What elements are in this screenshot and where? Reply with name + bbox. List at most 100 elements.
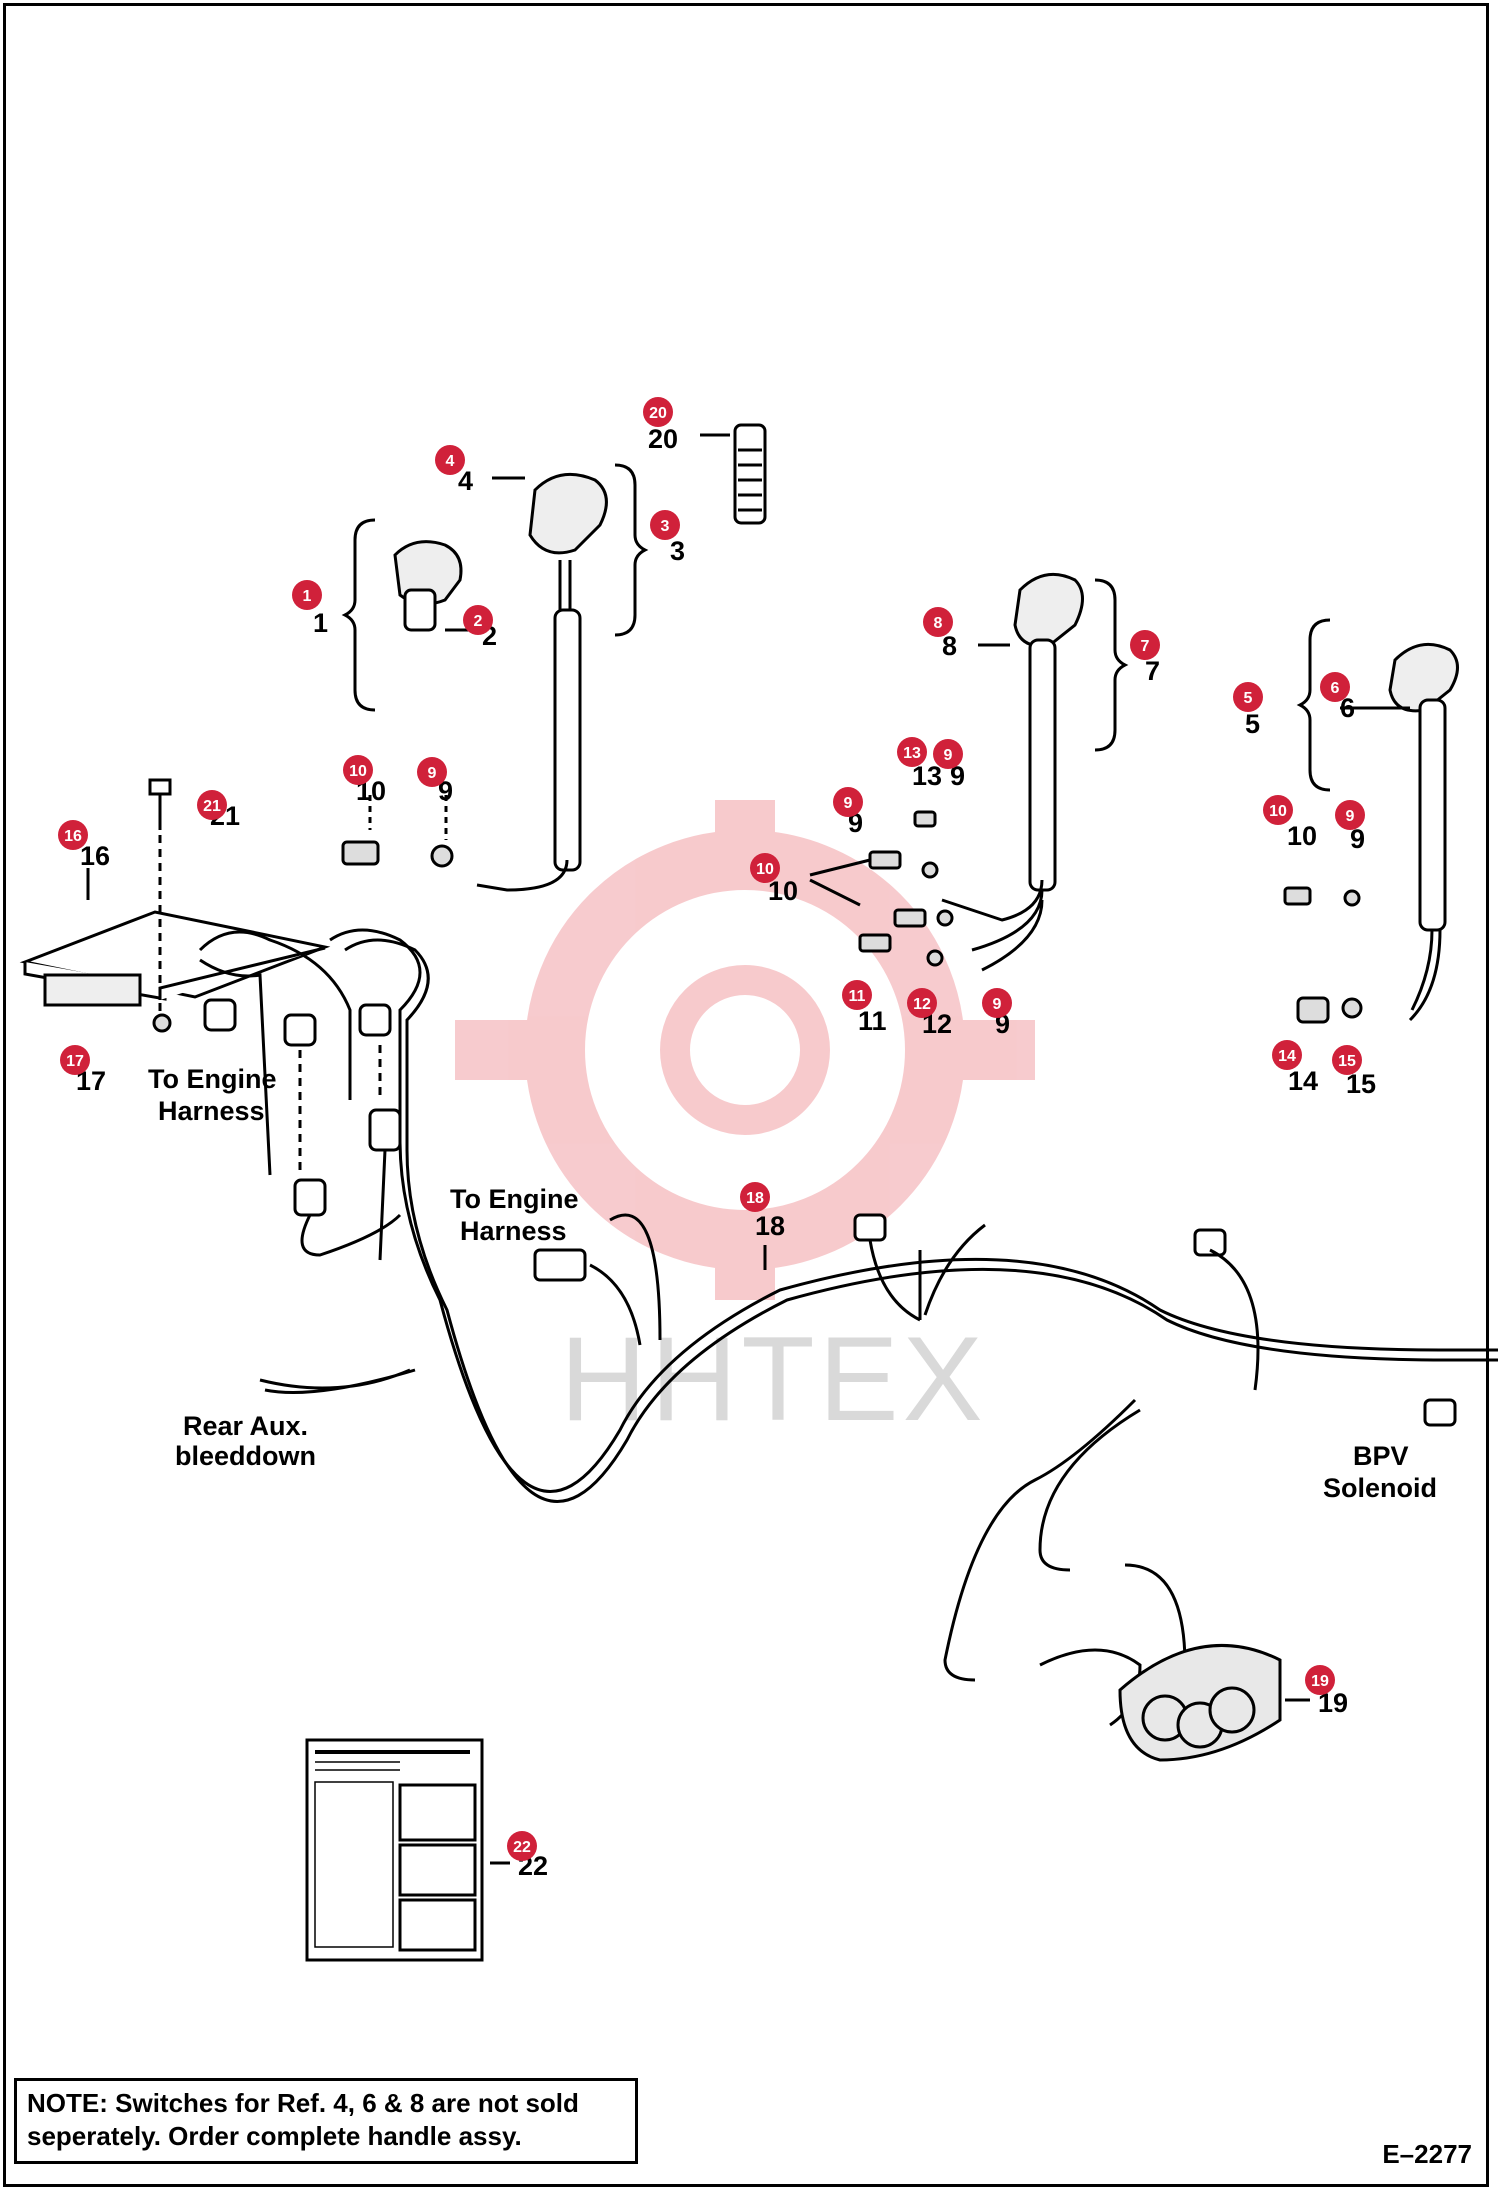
- svg-text:1: 1: [303, 588, 312, 605]
- connectors-left: [341, 795, 454, 868]
- svg-text:12: 12: [913, 996, 931, 1013]
- label-9-a: 9: [438, 776, 453, 806]
- callout-9-d: 9: [982, 988, 1012, 1018]
- to-engine-harness-1-line2: Harness: [158, 1096, 265, 1126]
- callout-20: 20: [643, 397, 673, 427]
- main-harness-18: [198, 928, 1498, 1727]
- callout-1: 1: [292, 580, 322, 610]
- label-5: 5: [1245, 709, 1260, 739]
- svg-text:7: 7: [1141, 638, 1150, 655]
- label-16: 16: [80, 841, 110, 871]
- label-3: 3: [670, 536, 685, 566]
- rear-aux-line2: bleeddown: [175, 1441, 316, 1471]
- callout-9-b: 9: [933, 739, 963, 769]
- svg-text:14: 14: [1278, 1048, 1296, 1065]
- label-6: 6: [1340, 693, 1355, 723]
- bolt-21: [148, 778, 172, 1033]
- svg-text:11: 11: [849, 988, 866, 1005]
- svg-text:5: 5: [1244, 690, 1253, 707]
- callout-16: 16: [58, 820, 88, 850]
- callout-14: 14: [1272, 1040, 1302, 1070]
- to-engine-harness-1-line1: To Engine: [148, 1064, 277, 1094]
- label-4: 4: [458, 466, 473, 496]
- label-1: 1: [313, 608, 328, 638]
- figure-number: E–2277: [1382, 2139, 1472, 2169]
- handle-4: [476, 463, 649, 892]
- descriptive-labels: To Engine Harness To Engine Harness Rear…: [148, 1064, 1437, 1503]
- svg-text:10: 10: [349, 763, 367, 780]
- callout-3: 3: [650, 510, 680, 540]
- rear-aux-line1: Rear Aux.: [183, 1411, 308, 1441]
- callout-2: 2: [463, 605, 493, 635]
- grip-20: [733, 423, 767, 525]
- svg-text:17: 17: [66, 1053, 84, 1070]
- callout-10-c: 10: [1263, 795, 1293, 825]
- callout-19: 19: [1305, 1665, 1335, 1695]
- svg-text:4: 4: [446, 453, 455, 470]
- note-text-line2: seperately. Order complete handle assy.: [27, 2121, 522, 2151]
- callout-10-a: 10: [343, 755, 373, 785]
- note-text-line1: Switches for Ref. 4, 6 & 8 are not sold: [115, 2088, 579, 2118]
- label-9-e: 9: [1350, 824, 1365, 854]
- label-10-c: 10: [1287, 821, 1317, 851]
- svg-text:9: 9: [428, 765, 437, 782]
- callout-22: 22: [507, 1831, 537, 1861]
- label-14: 14: [1288, 1066, 1318, 1096]
- svg-text:22: 22: [513, 1839, 531, 1856]
- callout-bubbles: 1 2 3 4 5 6 7 8 10 9 13 9 9 10 11 12 9 1…: [58, 397, 1365, 1861]
- callout-8: 8: [923, 607, 953, 637]
- diagram-frame: [3, 3, 1489, 2187]
- note-label: NOTE:: [27, 2088, 108, 2118]
- label-9-b: 9: [950, 761, 965, 791]
- controller-module-16: [19, 910, 331, 1007]
- callout-17: 17: [60, 1045, 90, 1075]
- callout-15: 15: [1332, 1045, 1362, 1075]
- svg-text:18: 18: [746, 1190, 764, 1207]
- bpv-line1: BPV: [1353, 1441, 1409, 1471]
- valve-19: [1118, 1643, 1282, 1762]
- note-box: NOTE: Switches for Ref. 4, 6 & 8 are not…: [14, 2078, 638, 2164]
- svg-text:9: 9: [844, 795, 853, 812]
- callout-13: 13: [897, 737, 927, 767]
- connectors-right: [1283, 886, 1363, 1024]
- connectors-middle: [809, 810, 954, 967]
- callout-4: 4: [435, 445, 465, 475]
- svg-text:10: 10: [1269, 803, 1287, 820]
- callout-6: 6: [1320, 672, 1350, 702]
- label-10-b: 10: [768, 876, 798, 906]
- callout-21: 21: [197, 790, 227, 820]
- callout-10-b: 10: [750, 853, 780, 883]
- label-18: 18: [755, 1211, 785, 1241]
- svg-text:13: 13: [903, 745, 921, 762]
- svg-text:21: 21: [203, 798, 221, 815]
- watermark-gear-icon: [455, 800, 1035, 1300]
- bpv-line2: Solenoid: [1323, 1473, 1437, 1503]
- svg-text:2: 2: [474, 613, 483, 630]
- to-engine-harness-2-line2: Harness: [460, 1216, 567, 1246]
- svg-text:9: 9: [993, 996, 1002, 1013]
- part-number-labels: 1 2 3 4 5 6 7 8 9 10 9 9 10 9 11 12 13 1…: [76, 424, 1376, 1881]
- svg-text:9: 9: [944, 747, 953, 764]
- callout-9-a: 9: [417, 757, 447, 787]
- callout-9-e: 9: [1335, 800, 1365, 830]
- svg-text:19: 19: [1311, 1673, 1329, 1690]
- svg-text:20: 20: [649, 405, 667, 422]
- svg-text:3: 3: [661, 518, 670, 535]
- label-7: 7: [1145, 656, 1160, 686]
- label-8: 8: [942, 631, 957, 661]
- callout-11: 11: [842, 980, 872, 1010]
- svg-text:15: 15: [1338, 1053, 1356, 1070]
- callout-12: 12: [907, 988, 937, 1018]
- callout-9-c: 9: [833, 787, 863, 817]
- label-11: 11: [858, 1006, 887, 1036]
- svg-text:6: 6: [1331, 680, 1340, 697]
- handle-1: [341, 518, 463, 712]
- handle-6: [1296, 618, 1459, 1022]
- instruction-sheet-22: [305, 1738, 484, 1962]
- callout-5: 5: [1233, 682, 1263, 712]
- svg-text:10: 10: [756, 861, 774, 878]
- handle-8: [941, 572, 1129, 972]
- to-engine-harness-2-line1: To Engine: [450, 1184, 579, 1214]
- callout-7: 7: [1130, 630, 1160, 660]
